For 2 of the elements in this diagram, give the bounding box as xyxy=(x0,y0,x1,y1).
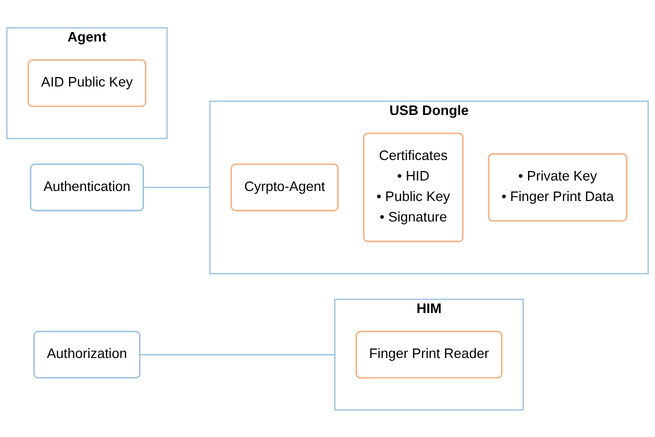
connector xyxy=(143,186,210,188)
connector xyxy=(140,354,335,355)
